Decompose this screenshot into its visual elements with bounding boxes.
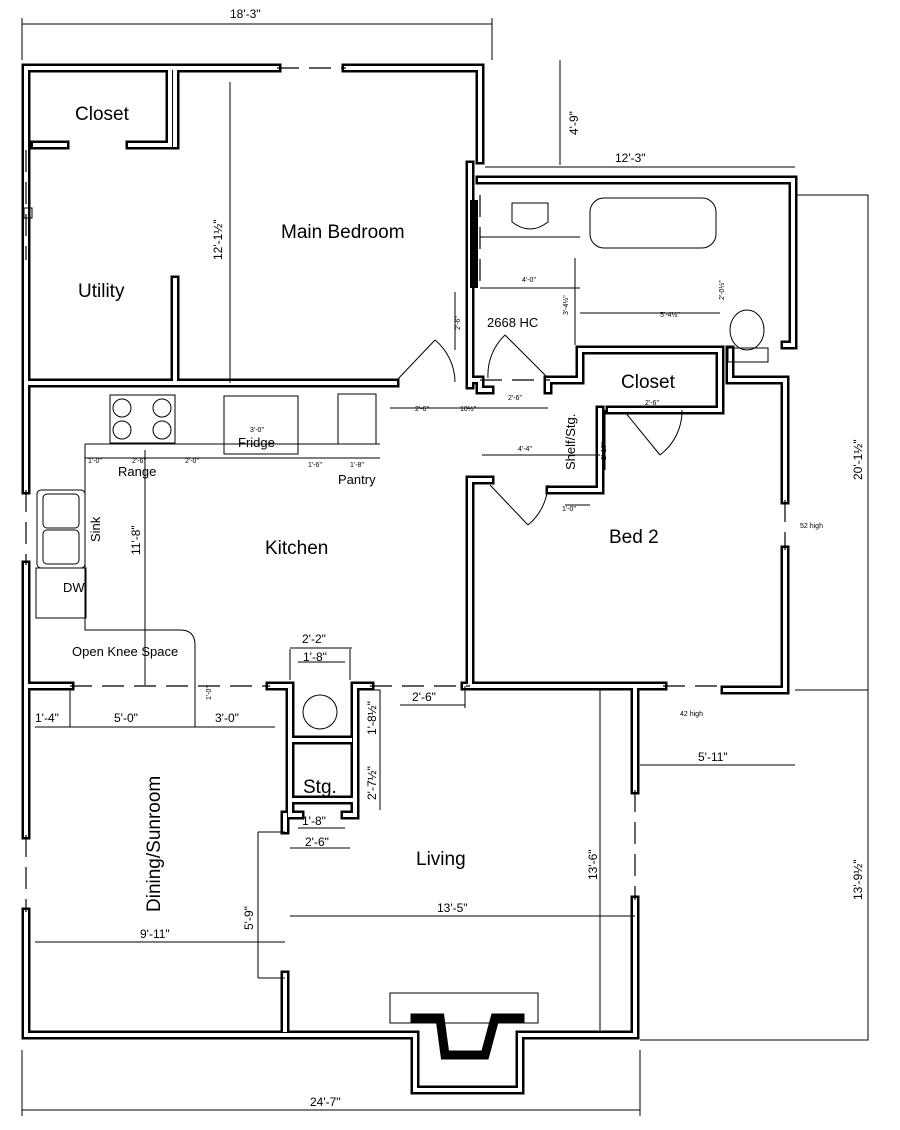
bed2-door (489, 484, 549, 526)
dim-hall-wall: 10½" (460, 405, 477, 413)
walls (21, 63, 798, 1095)
bathtub (589, 197, 717, 249)
bath-door (487, 334, 549, 379)
dim-bed2-right: 5'-11" (698, 750, 728, 764)
dim-right-upper: 20'-1½" (851, 439, 865, 480)
room-storage: Stg. (303, 777, 337, 798)
dim-col-outer: 2'-2" (302, 632, 326, 646)
room-living: Living (416, 849, 466, 870)
dim-vanity: 4'-0" (522, 277, 536, 284)
dim-col-inner: 1'-8" (303, 650, 327, 664)
dim-range-left: 1'-0" (88, 458, 102, 465)
dim-counter-h: 1'-0" (206, 686, 213, 700)
dim-dining-h: 5'-9" (242, 906, 256, 930)
dim-bedroom-depth: 12'-1½" (211, 219, 225, 260)
dim-bath-width: 12'-3" (615, 151, 646, 165)
dim-bed-top-offset: 4'-9" (567, 111, 581, 135)
counter (84, 443, 380, 700)
dim-pantry-door: 1'-8" (350, 462, 364, 469)
dim-din-right: 3'-0" (215, 711, 239, 725)
room-closet-top: Closet (75, 104, 130, 125)
room-shelf: Shelf/Stg. (563, 414, 578, 470)
room-closet-bed2: Closet (621, 372, 676, 393)
hall-door (396, 339, 456, 383)
dim-bath-door-h: 2'-6" (455, 316, 462, 330)
dim-toilet: 2'-0½" (718, 280, 726, 300)
sink-icon (36, 489, 86, 569)
dimension-labels: 18'-3" 24'-7" 12'-1½" 4'-9" 12'-3" 20'-1… (35, 7, 865, 1109)
room-main-bedroom: Main Bedroom (281, 222, 405, 243)
dim-bath-door: 2'-6" (508, 395, 522, 402)
dim-stg-inner: 1'-8" (302, 814, 326, 828)
room-dining: Dining/Sunroom (144, 776, 165, 912)
knee-space-label: Open Knee Space (72, 644, 178, 659)
window-52-label: 52 high (800, 523, 823, 530)
window-42-label: 42 high (680, 711, 703, 718)
dim-col-h: 1'-8½" (365, 701, 379, 735)
toilet (729, 309, 765, 351)
dim-pantry-left: 1'-6" (308, 462, 322, 469)
door-hc-label: 2668 HC (487, 315, 538, 330)
dim-closet-depth: 2'-10" (601, 442, 608, 460)
room-kitchen: Kitchen (265, 538, 328, 559)
pocket-door (470, 200, 478, 288)
dim-din-left: 1'-4" (35, 711, 59, 725)
dim-bed2-door: 4'-4" (518, 446, 532, 453)
wall-inner (24, 66, 795, 1092)
room-labels: Closet Utility Main Bedroom Kitchen Clos… (75, 104, 676, 912)
dim-fridge: 3'-0" (250, 427, 264, 434)
dim-dining-w: 9'-11" (140, 927, 170, 941)
dim-right-lower: 13'-9½" (851, 859, 865, 900)
dim-living-door: 2'-6" (412, 690, 436, 704)
dim-din-mid: 5'-0" (114, 711, 138, 725)
dim-tub: 5'-4½" (660, 311, 680, 319)
windows (25, 67, 786, 912)
column-icon (302, 694, 338, 730)
room-bed2: Bed 2 (609, 527, 659, 548)
dim-overall-top: 18'-3" (230, 7, 261, 21)
dim-kitchen-depth: 11'-8" (129, 525, 143, 555)
toilet-tank (727, 347, 769, 363)
fixtures (23, 67, 786, 1060)
room-utility: Utility (78, 281, 125, 302)
bath-sink (511, 202, 549, 230)
dim-living-w: 13'-5" (437, 901, 468, 915)
dishwasher-icon (35, 567, 87, 619)
range-icon (109, 394, 176, 444)
dim-stg-outer: 2'-6" (305, 835, 329, 849)
dw-label: DW (63, 580, 85, 595)
fridge-label: Fridge (238, 435, 275, 450)
pantry-icon (337, 393, 377, 445)
dimension-lines (21, 18, 869, 1116)
openings (70, 379, 550, 687)
fireplace (410, 1013, 525, 1060)
dim-overall-bottom: 24'-7" (310, 1095, 341, 1109)
pantry-label: Pantry (338, 472, 376, 487)
range-label: Range (118, 464, 156, 479)
fixture-labels: Fridge Range Pantry Sink DW Open Knee Sp… (63, 315, 823, 718)
sink-label: Sink (88, 516, 103, 542)
dim-bath-depth: 3'-4½" (562, 295, 570, 315)
fridge-icon (223, 395, 299, 455)
hearth (389, 992, 539, 1024)
dim-living-depth: 13'-6" (586, 849, 600, 880)
dim-range-right: 2'-0" (185, 458, 199, 465)
utility-vent (23, 207, 33, 219)
dim-shelf: 1'-0" (562, 506, 576, 513)
dim-hall-door: 2'-6" (415, 406, 429, 413)
dim-closet-door: 2'-6" (645, 400, 659, 407)
dim-range: 2'-6" (132, 458, 146, 465)
closet-door (624, 409, 683, 456)
dim-stg-h: 2'-7½" (365, 766, 379, 800)
